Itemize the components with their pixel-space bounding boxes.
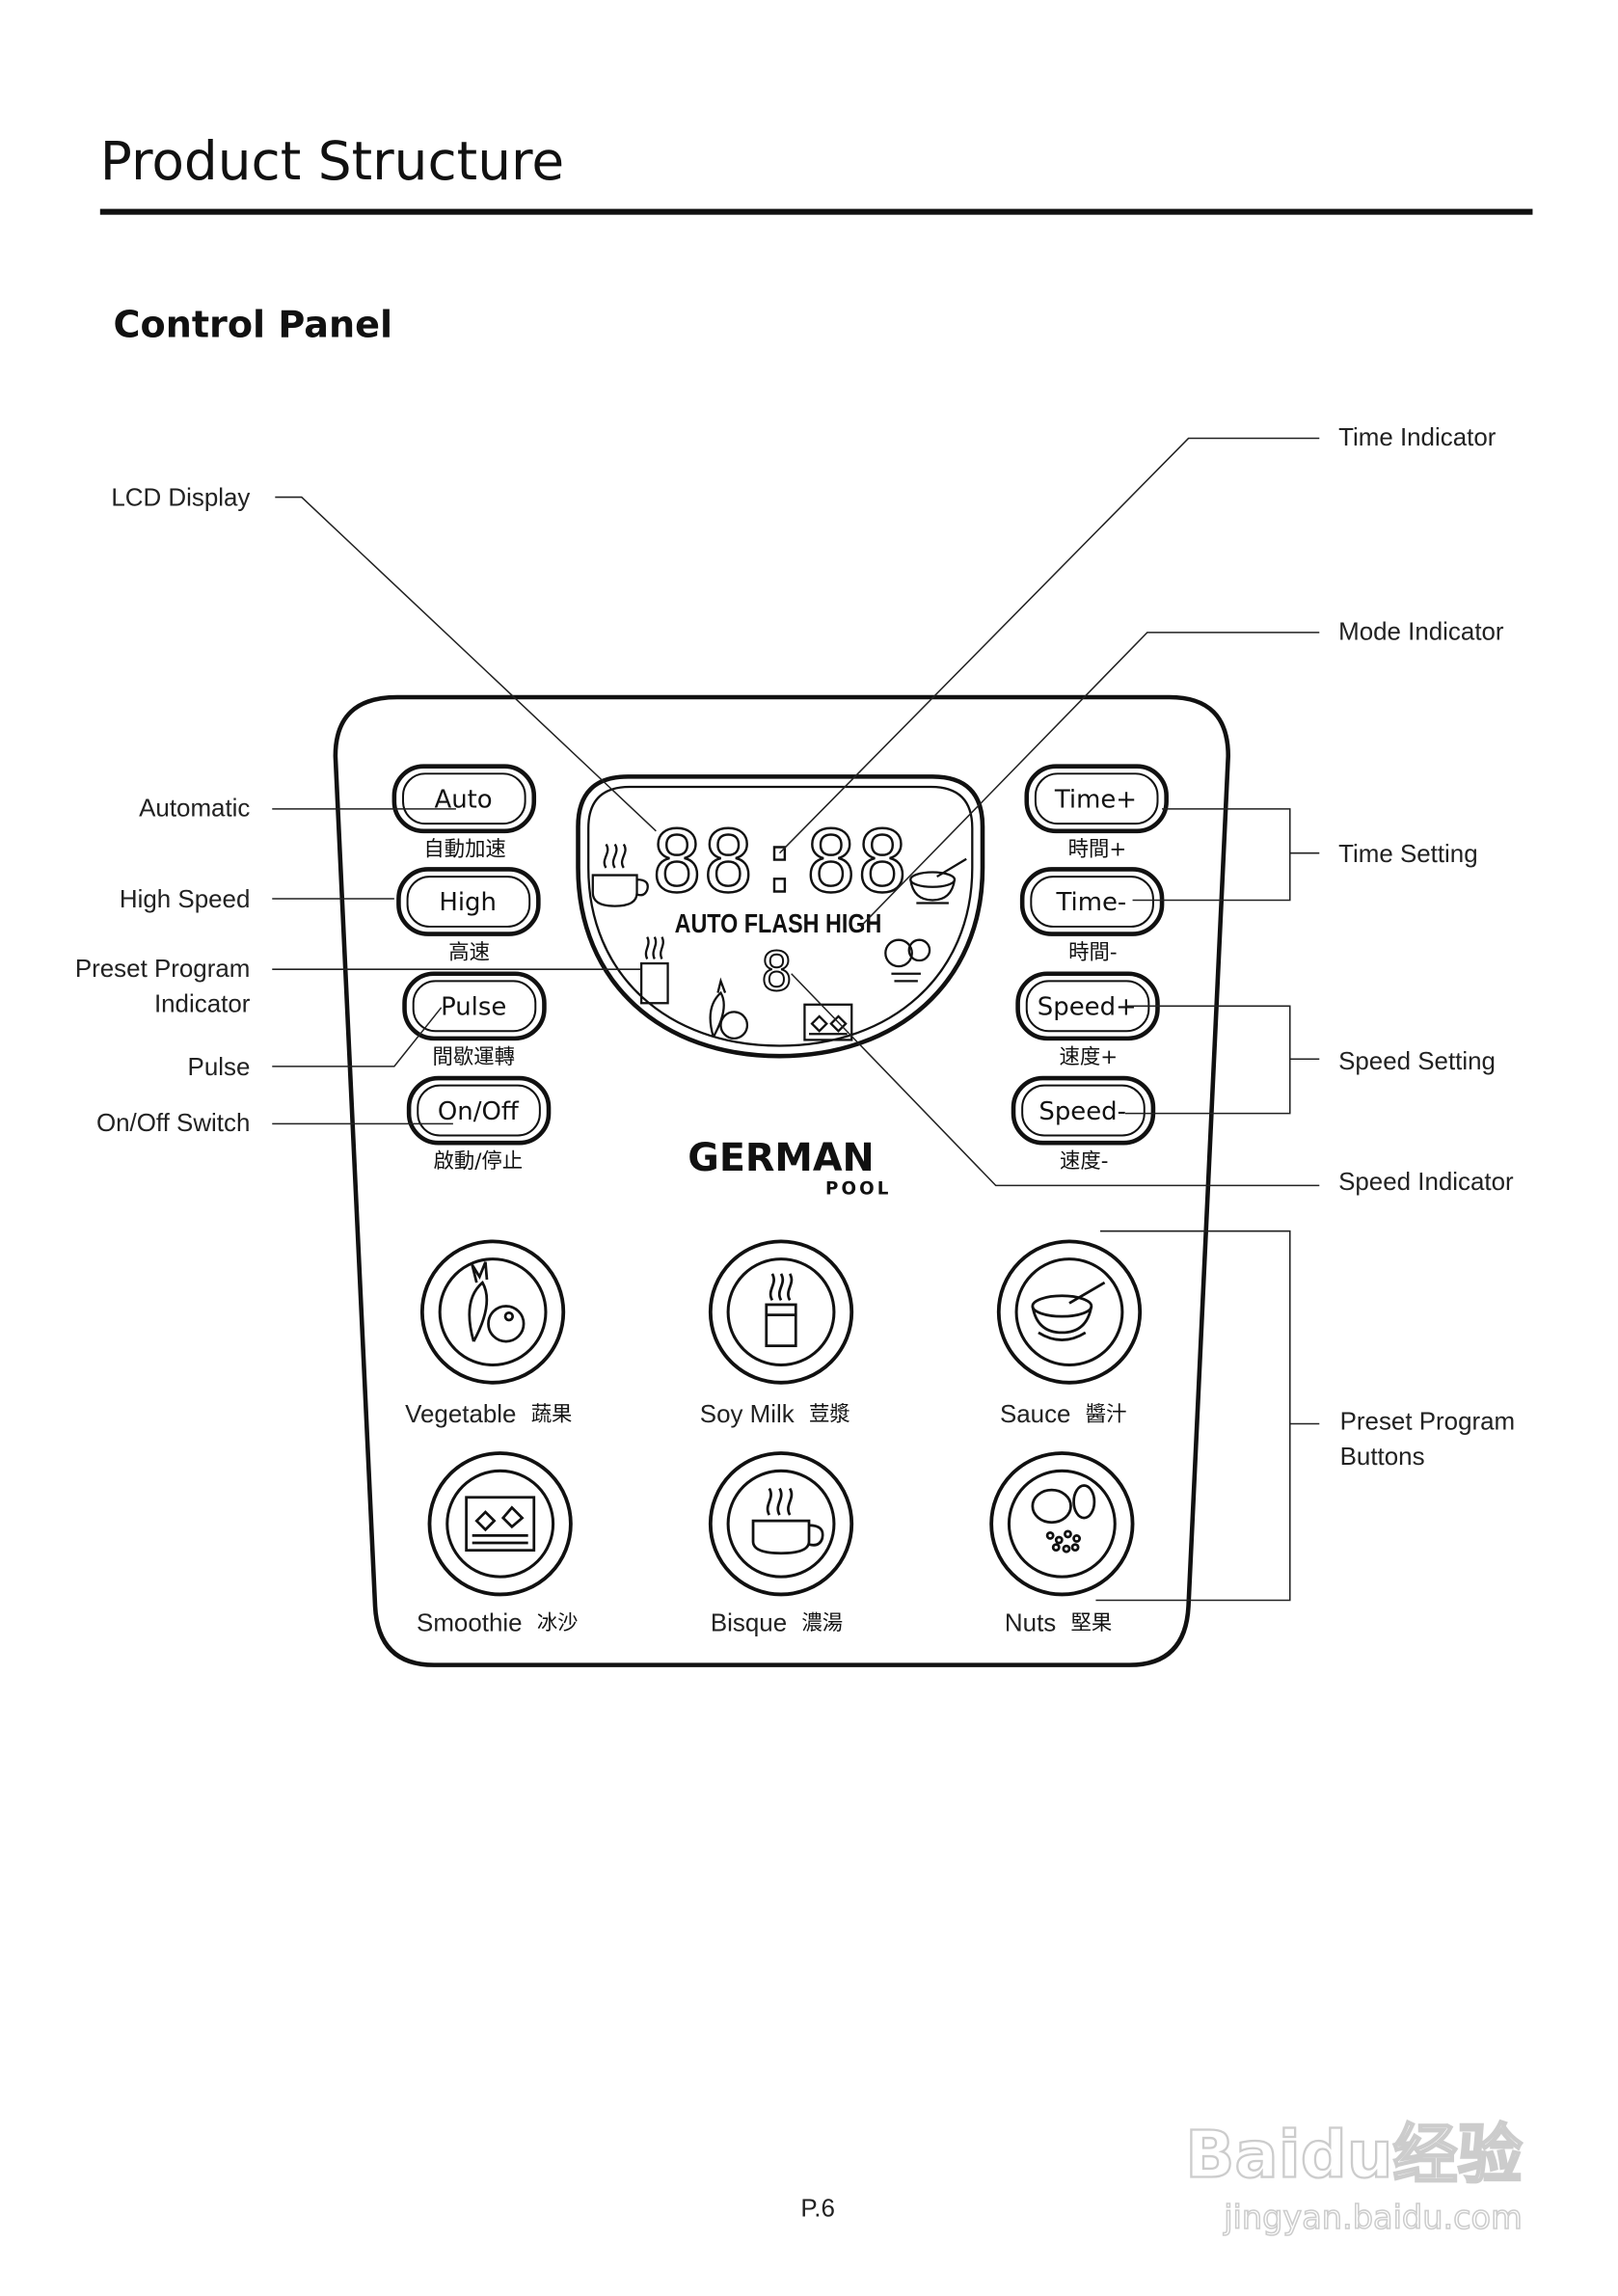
vegetable-icon xyxy=(709,977,749,1040)
preset-vegetable-label: Vegetable xyxy=(405,1401,516,1428)
on-off-button[interactable]: On/Off xyxy=(406,1075,552,1146)
speed-plus-label: Speed+ xyxy=(1038,992,1137,1021)
callout-speed-indicator: Speed Indicator xyxy=(1338,1169,1514,1196)
preset-smoothie-cn: 冰沙 xyxy=(537,1611,579,1635)
time-minus-cn: 時間- xyxy=(1068,940,1117,964)
sauce-icon xyxy=(909,857,967,905)
preset-vegetable-cn: 蔬果 xyxy=(531,1402,573,1426)
page-number: P.6 xyxy=(800,2196,835,2223)
pulse-button[interactable]: Pulse xyxy=(402,971,547,1041)
vegetable-icon xyxy=(468,1261,526,1343)
nuts-icon xyxy=(884,938,931,983)
preset-soy-milk-cn: 荳漿 xyxy=(809,1402,850,1426)
soy-milk-icon xyxy=(639,936,669,1005)
brand-logo: GERMAN xyxy=(688,1136,874,1180)
lcd-display: 88:88 AUTO FLASH HIGH 8 xyxy=(576,774,985,1059)
time-plus-label: Time+ xyxy=(1054,785,1137,814)
leader-bracket xyxy=(1124,1005,1320,1115)
preset-nuts-cn: 堅果 xyxy=(1071,1611,1113,1635)
leader-line xyxy=(859,632,1320,928)
callout-mode-indicator: Mode Indicator xyxy=(1338,619,1504,646)
brand-logo-sub: POOL xyxy=(825,1179,891,1200)
preset-sauce-label: Sauce xyxy=(1000,1401,1071,1428)
leader-line xyxy=(275,496,657,832)
time-plus-cn: 時間+ xyxy=(1068,838,1127,862)
time-plus-button[interactable]: Time+ xyxy=(1024,764,1169,834)
time-minus-button[interactable]: Time- xyxy=(1019,867,1165,936)
preset-sauce-button[interactable] xyxy=(996,1239,1143,1385)
preset-bisque-label: Bisque xyxy=(711,1610,787,1637)
high-button-label: High xyxy=(439,888,497,917)
leader-line xyxy=(791,973,1320,1187)
callout-preset-indicator: Preset Program xyxy=(75,956,251,983)
preset-soy-milk-label: Soy Milk xyxy=(700,1401,795,1428)
pulse-button-label: Pulse xyxy=(441,992,506,1021)
watermark-url: jingyan.baidu.com xyxy=(1223,2199,1523,2236)
speed-indicator: 8 xyxy=(761,941,793,1003)
preset-bisque-cn: 濃湯 xyxy=(801,1611,843,1635)
preset-smoothie-button[interactable] xyxy=(427,1451,573,1597)
callout-speed-setting: Speed Setting xyxy=(1338,1048,1496,1075)
callout-pulse: Pulse xyxy=(188,1054,251,1081)
speed-minus-button[interactable]: Speed- xyxy=(1011,1075,1156,1146)
callout-time-indicator: Time Indicator xyxy=(1338,424,1497,451)
leader-bracket xyxy=(1095,1229,1320,1602)
title-rule xyxy=(99,208,1533,215)
watermark-logo: Baidu经验 xyxy=(1185,2117,1522,2192)
leader-line xyxy=(272,1007,443,1067)
high-button-cn: 高速 xyxy=(448,940,490,964)
auto-button-cn: 自動加速 xyxy=(423,838,505,862)
high-button[interactable]: High xyxy=(396,867,541,936)
pulse-button-cn: 間歇運轉 xyxy=(433,1045,515,1069)
callout-automatic: Automatic xyxy=(139,796,250,823)
preset-nuts-button[interactable] xyxy=(989,1451,1135,1597)
speed-minus-cn: 速度- xyxy=(1060,1149,1108,1174)
bisque-icon xyxy=(591,843,649,907)
smoothie-icon xyxy=(803,1003,853,1041)
soy-milk-icon xyxy=(765,1273,797,1348)
time-minus-label: Time- xyxy=(1055,888,1126,917)
callout-lcd-display: LCD Display xyxy=(111,485,250,512)
on-off-button-label: On/Off xyxy=(438,1097,520,1126)
page-title: Product Structure xyxy=(100,130,564,192)
preset-smoothie-label: Smoothie xyxy=(417,1610,523,1637)
preset-sauce-cn: 醬汁 xyxy=(1086,1402,1127,1426)
section-title: Control Panel xyxy=(114,303,393,345)
smoothie-icon xyxy=(465,1496,536,1553)
preset-soy-milk-button[interactable] xyxy=(708,1239,854,1385)
leader-line xyxy=(778,437,1320,854)
leader-bracket xyxy=(1132,808,1320,902)
auto-button-label: Auto xyxy=(434,785,492,814)
control-panel-outline xyxy=(333,694,1230,1667)
mode-indicator: AUTO FLASH HIGH xyxy=(675,909,882,938)
preset-vegetable-button[interactable] xyxy=(419,1239,566,1385)
bisque-icon xyxy=(751,1487,824,1555)
callout-time-setting: Time Setting xyxy=(1338,841,1478,868)
callout-on-off-switch: On/Off Switch xyxy=(96,1110,250,1137)
sauce-icon xyxy=(1031,1281,1106,1341)
callout-preset-indicator-2: Indicator xyxy=(154,990,251,1017)
nuts-icon xyxy=(1031,1484,1096,1553)
auto-button[interactable]: Auto xyxy=(391,764,537,834)
time-indicator: 88:88 xyxy=(651,812,907,911)
speed-plus-cn: 速度+ xyxy=(1060,1045,1119,1069)
preset-nuts-label: Nuts xyxy=(1005,1610,1056,1637)
callout-preset-buttons: Preset Program xyxy=(1340,1409,1516,1436)
speed-minus-label: Speed- xyxy=(1038,1097,1126,1126)
callout-high-speed: High Speed xyxy=(120,886,250,913)
on-off-button-cn: 啟動/停止 xyxy=(434,1149,524,1174)
preset-bisque-button[interactable] xyxy=(708,1451,854,1597)
callout-preset-buttons-2: Buttons xyxy=(1340,1444,1425,1471)
